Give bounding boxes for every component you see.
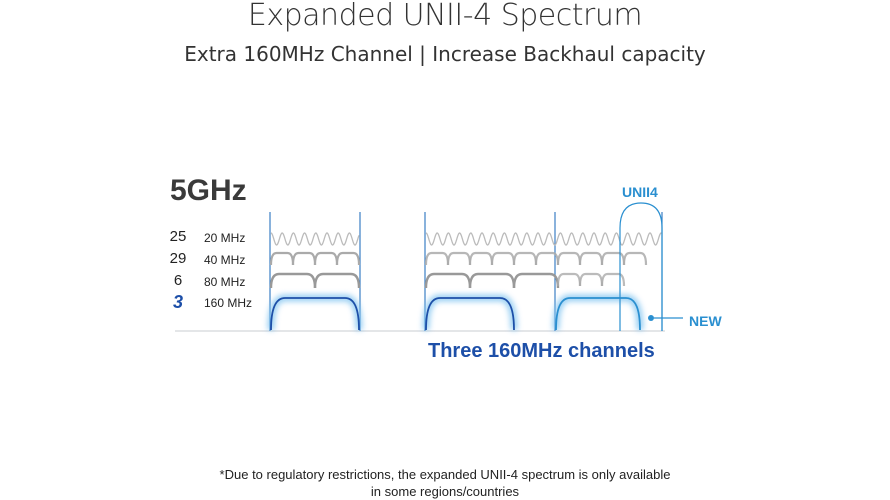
footnote-line-1: *Due to regulatory restrictions, the exp… — [219, 467, 671, 482]
wave-40mhz — [335, 251, 361, 266]
channel-160mhz-1-glow — [267, 294, 363, 331]
unii4-arch — [619, 202, 663, 331]
row-width-80: 80 MHz — [204, 275, 246, 289]
wave-40mhz — [490, 251, 516, 266]
wave-80mhz — [269, 272, 317, 289]
unii4-label: UNII4 — [622, 184, 658, 200]
footnote-line-2: in some regions/countries — [370, 484, 520, 499]
footnote: *Due to regulatory restrictions, the exp… — [0, 466, 890, 500]
row-count-20: 25 — [169, 228, 187, 245]
wave-80mhz — [512, 272, 560, 289]
wave-80mhz — [424, 272, 472, 289]
channel-160mhz-2-glow — [422, 294, 518, 331]
page-subtitle: Extra 160MHz Channel | Increase Backhaul… — [184, 42, 706, 66]
wave-40mhz — [291, 251, 317, 266]
row-count-80: 6 — [173, 272, 183, 289]
wave-20mhz — [270, 232, 360, 246]
page-title: Expanded UNII-4 Spectrum — [247, 0, 643, 33]
wave-40mhz — [600, 251, 626, 266]
wave-40mhz — [468, 251, 494, 266]
wave-80mhz — [600, 272, 626, 287]
wave-40mhz — [578, 251, 604, 266]
channel-160mhz-2 — [425, 297, 515, 331]
channels-caption: Three 160MHz channels — [428, 340, 655, 362]
wave-80mhz — [313, 272, 361, 289]
channel-160mhz-3-new-glow — [552, 294, 644, 331]
wave-40mhz — [556, 251, 582, 266]
channel-160mhz-1 — [270, 297, 360, 331]
wave-20mhz — [425, 232, 663, 246]
wave-40mhz — [446, 251, 472, 266]
row-width-20: 20 MHz — [204, 231, 246, 245]
wave-40mhz — [512, 251, 538, 266]
row-width-40: 40 MHz — [204, 253, 246, 267]
wave-40mhz — [313, 251, 339, 266]
wave-80mhz — [556, 272, 582, 287]
row-count-160: 3 — [172, 292, 183, 312]
wave-40mhz — [622, 251, 648, 266]
wave-40mhz — [424, 251, 450, 266]
row-count-40: 29 — [169, 250, 187, 267]
new-pointer-dot — [648, 315, 654, 321]
band-label: 5GHz — [170, 174, 247, 207]
wave-40mhz — [269, 251, 295, 266]
wave-80mhz — [468, 272, 516, 289]
row-width-160: 160 MHz — [204, 296, 253, 310]
channel-160mhz-3-new — [555, 297, 641, 331]
new-label: NEW — [689, 313, 722, 329]
wave-80mhz — [578, 272, 604, 287]
